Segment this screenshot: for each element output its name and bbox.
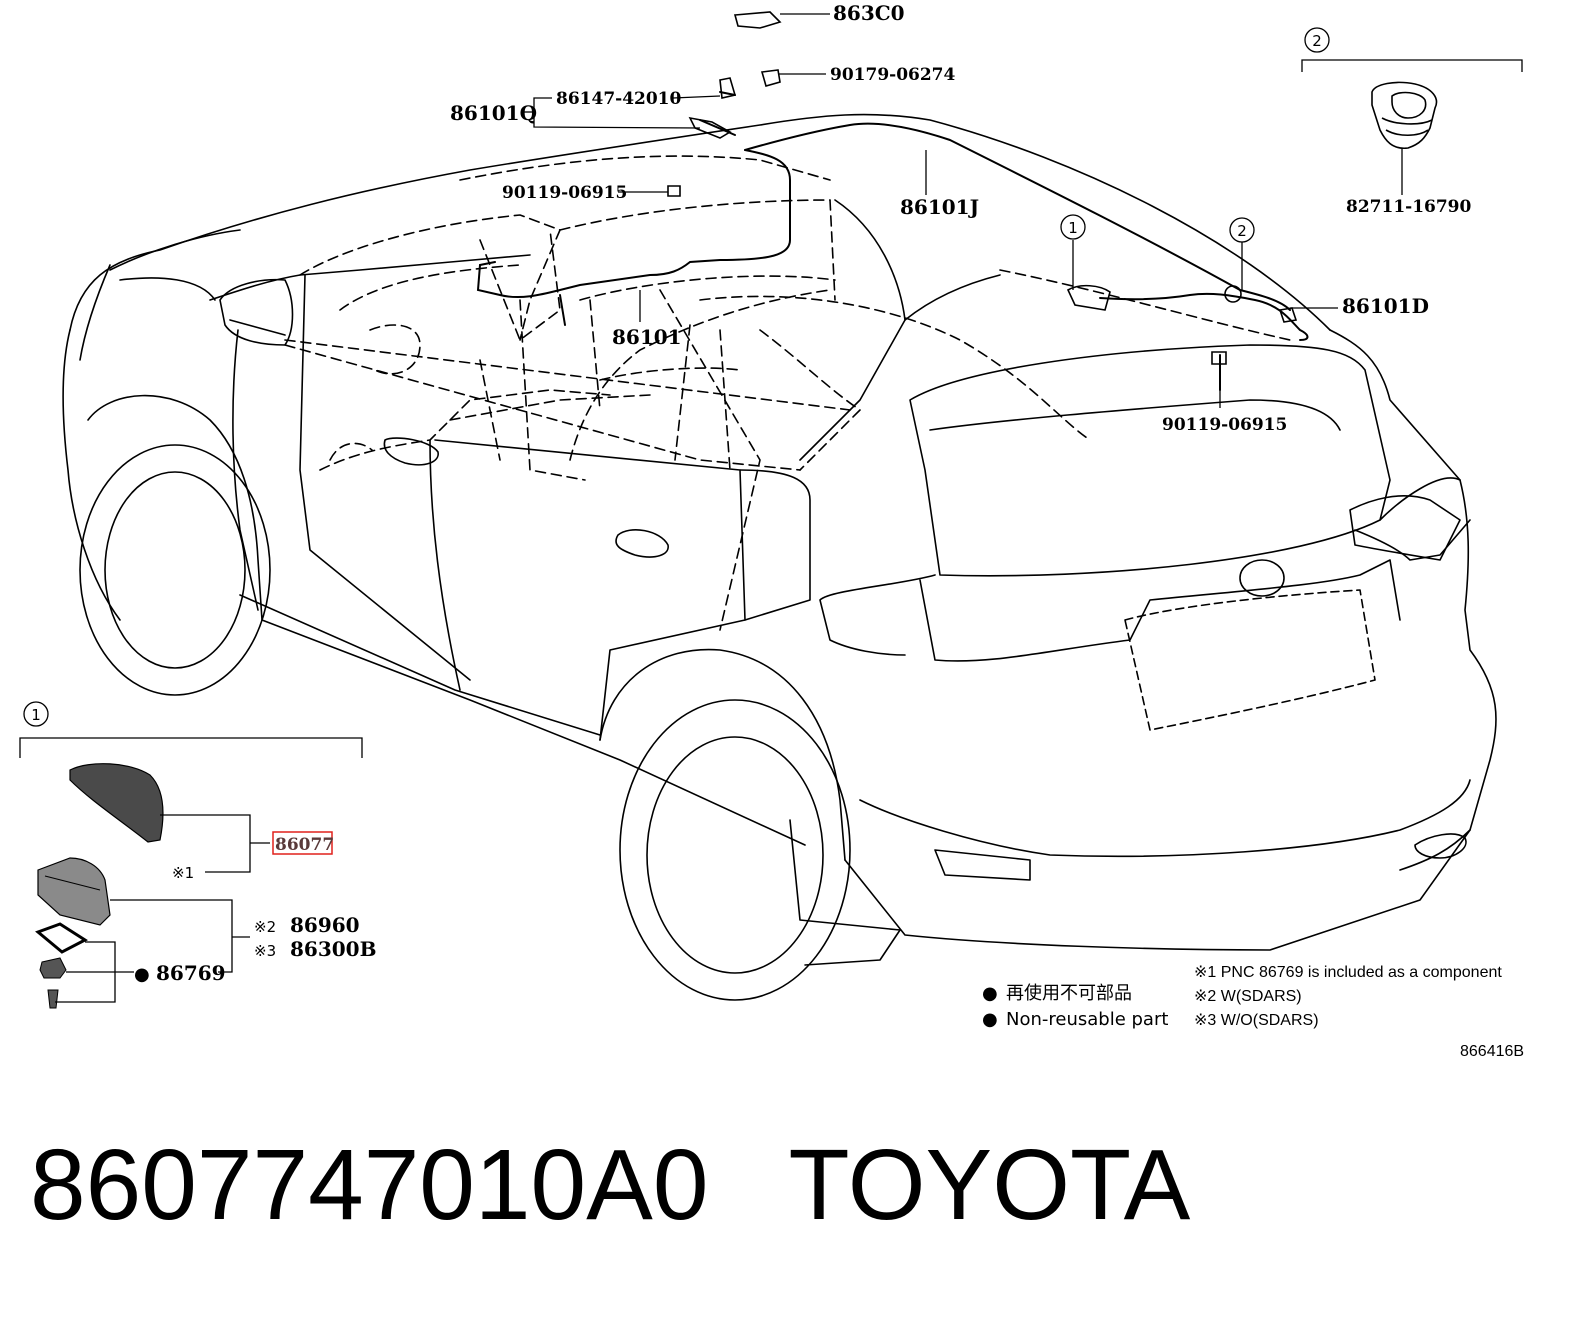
connector-86147 xyxy=(719,77,737,99)
nut-86769 xyxy=(39,957,67,979)
label-86101j: 86101J xyxy=(900,195,979,219)
label-90119-06915-rear: 90119-06915 xyxy=(1162,415,1287,435)
label-86101: 86101 xyxy=(612,325,682,349)
circle-2-inset: 2 xyxy=(1312,32,1322,50)
circle-markers xyxy=(23,27,1330,727)
circle-2-roof: 2 xyxy=(1237,222,1247,240)
note-3: ※3 W/O(SDARS) xyxy=(1194,1012,1319,1029)
bolt-90119-top xyxy=(667,185,681,197)
label-leaders xyxy=(524,13,1523,408)
note-1: ※1 PNC 86769 is included as a component xyxy=(1194,964,1502,981)
vehicle-outline xyxy=(62,113,1497,1001)
connector-86101d xyxy=(1278,307,1298,323)
label-86960: 86960 xyxy=(290,913,360,937)
note-2: ※2 W(SDARS) xyxy=(1194,988,1302,1005)
label-90119-06915-top: 90119-06915 xyxy=(502,183,627,203)
label-86077: 86077 xyxy=(275,835,334,855)
antenna-base xyxy=(37,857,111,926)
shark-fin-cover xyxy=(69,763,164,843)
label-86300b: 86300B xyxy=(290,937,376,961)
bracket-863c0 xyxy=(733,11,782,29)
circle-1-inset: 1 xyxy=(31,706,41,724)
screw xyxy=(47,989,59,1009)
diagram-id: 866416B xyxy=(1460,1043,1524,1060)
clip-86101d xyxy=(1224,285,1242,303)
circle-1-roof: 1 xyxy=(1068,219,1078,237)
inset-1 xyxy=(19,737,363,1009)
highlight-86077 xyxy=(272,831,333,855)
label-863c0: 863C0 xyxy=(833,1,905,25)
nut-90179 xyxy=(760,69,781,87)
label-90179-06274: 90179-06274 xyxy=(830,65,956,85)
clip-components xyxy=(667,11,1298,365)
legend-bullet-en: ● xyxy=(982,1009,998,1030)
ref3-marker: ※3 xyxy=(254,942,276,960)
ref2-marker: ※2 xyxy=(254,918,276,936)
legend-en: Non-reusable part xyxy=(1006,1009,1168,1030)
ref1-marker: ※1 xyxy=(172,864,194,882)
label-86147-42010: 86147-42010 xyxy=(556,89,682,109)
label-86769: 86769 xyxy=(156,961,226,985)
label-86101q: 86101Q xyxy=(450,101,537,125)
roof-antenna-small xyxy=(1066,284,1111,311)
brand-name: TOYOTA xyxy=(788,1129,1191,1241)
legend-jp: 再使用不可部品 xyxy=(1006,983,1132,1004)
antenna-cables xyxy=(476,91,1309,391)
label-86101d: 86101D xyxy=(1342,294,1429,318)
bullet-86769: ● xyxy=(134,964,150,985)
label-82711-16790: 82711-16790 xyxy=(1346,197,1472,217)
legend-bullet-jp: ● xyxy=(982,983,998,1004)
bolt-90119-rear xyxy=(1211,351,1227,365)
gasket xyxy=(35,922,88,954)
connector-86101q xyxy=(688,116,732,139)
part-number: 8607747010A0 xyxy=(30,1129,709,1241)
grommet-82711 xyxy=(1371,81,1438,150)
